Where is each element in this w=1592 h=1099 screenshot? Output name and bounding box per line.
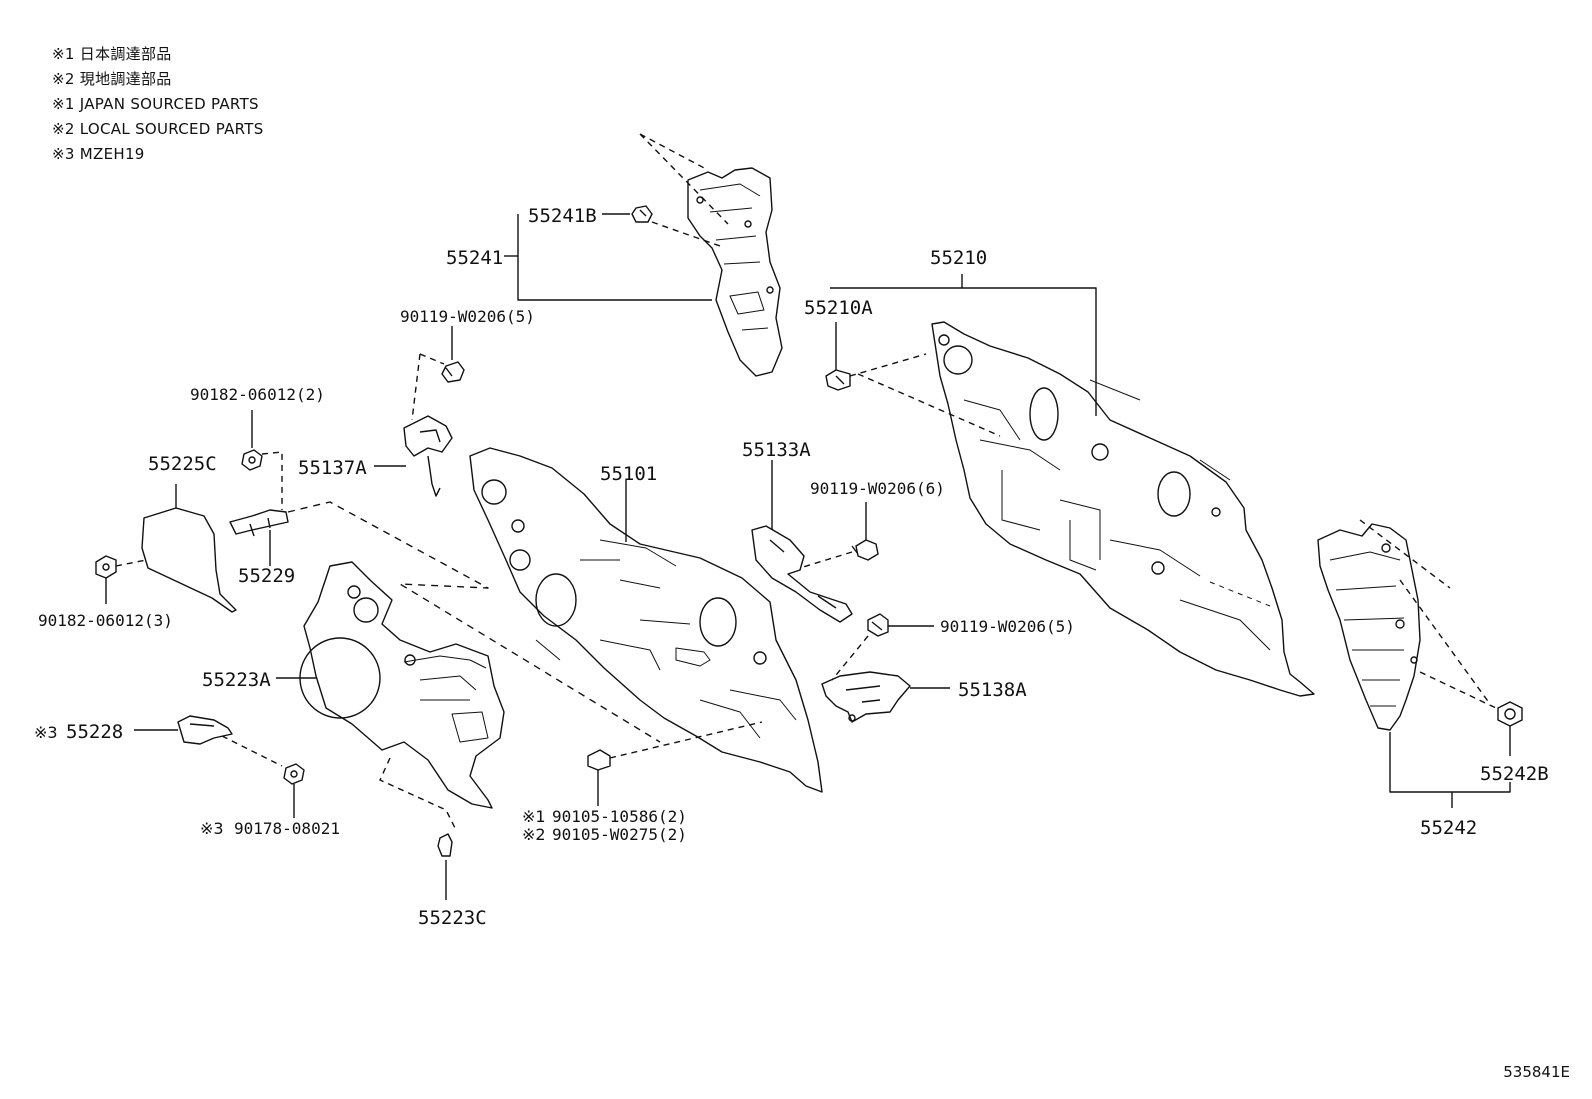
cover-55225C	[141, 507, 237, 613]
bracket-55138A	[821, 671, 911, 723]
part-55241-insulator	[687, 167, 783, 377]
label-55223C: 55223C	[418, 907, 487, 929]
clip-55223C	[437, 833, 453, 857]
label-55133A: 55133A	[742, 439, 811, 461]
label-55138A: 55138A	[958, 679, 1027, 701]
label-55223A: 55223A	[202, 669, 271, 691]
note-local-en: ※2 LOCAL SOURCED PARTS	[52, 120, 264, 138]
label-55225C: 55225C	[148, 453, 217, 475]
clip-55210A	[825, 369, 851, 391]
label-90119-w0206-6: 90119-W0206(6)	[810, 479, 945, 498]
insulator-55210	[931, 321, 1315, 697]
drawing-number: 535841E	[1503, 1063, 1570, 1081]
part-labels: 55241B 55241 90119-W0206(5) 90182-06012(…	[34, 205, 1549, 929]
clip-55242B	[1497, 701, 1523, 727]
nut-90178	[283, 763, 305, 785]
label-55210A: 55210A	[804, 297, 873, 319]
mark-55228: ※3	[34, 723, 58, 742]
bolt-90119-5b	[867, 613, 889, 637]
label-90105-10586: 90105-10586(2)	[552, 807, 687, 826]
nut-90182-top	[241, 449, 263, 471]
bracket-55137A	[403, 415, 453, 497]
label-55242B: 55242B	[1480, 763, 1549, 785]
nut-90182-left	[95, 555, 117, 579]
legend-notes: ※1 日本調達部品 ※2 現地調達部品 ※1 JAPAN SOURCED PAR…	[52, 42, 264, 167]
clip-55241B	[631, 205, 653, 223]
label-55137A: 55137A	[298, 457, 367, 479]
mark-90105-local: ※2	[522, 825, 546, 844]
bracket-55229	[229, 509, 289, 537]
bracket-55133A	[751, 525, 853, 623]
label-55241B: 55241B	[528, 205, 597, 227]
bracket-55228	[177, 715, 233, 745]
bolt-90119-6	[851, 539, 879, 561]
insulator-55101	[469, 447, 823, 793]
label-55242: 55242	[1420, 817, 1477, 839]
note-model: ※3 MZEH19	[52, 145, 145, 163]
note-japan-en: ※1 JAPAN SOURCED PARTS	[52, 95, 259, 113]
label-90178-08021: 90178-08021	[234, 819, 340, 838]
bolt-90119-top	[441, 361, 465, 383]
label-55101: 55101	[600, 463, 657, 485]
label-55229: 55229	[238, 565, 295, 587]
label-90119-w0206-5-right: 90119-W0206(5)	[940, 617, 1075, 636]
label-90105-w0275: 90105-W0275(2)	[552, 825, 687, 844]
bolt-90105	[587, 749, 611, 771]
label-55241: 55241	[446, 247, 503, 269]
mark-90105-japan: ※1	[522, 807, 546, 826]
label-55210: 55210	[930, 247, 987, 269]
label-90182-06012-3: 90182-06012(3)	[38, 611, 173, 630]
label-90119-w0206-5-top: 90119-W0206(5)	[400, 307, 535, 326]
note-local-jp: ※2 現地調達部品	[52, 70, 172, 88]
mark-90178: ※3	[200, 819, 224, 838]
insulator-55242	[1317, 523, 1421, 731]
label-90182-06012-2: 90182-06012(2)	[190, 385, 325, 404]
note-japan-jp: ※1 日本調達部品	[52, 45, 172, 63]
insulator-55223A	[303, 561, 505, 809]
label-55228: 55228	[66, 721, 123, 743]
